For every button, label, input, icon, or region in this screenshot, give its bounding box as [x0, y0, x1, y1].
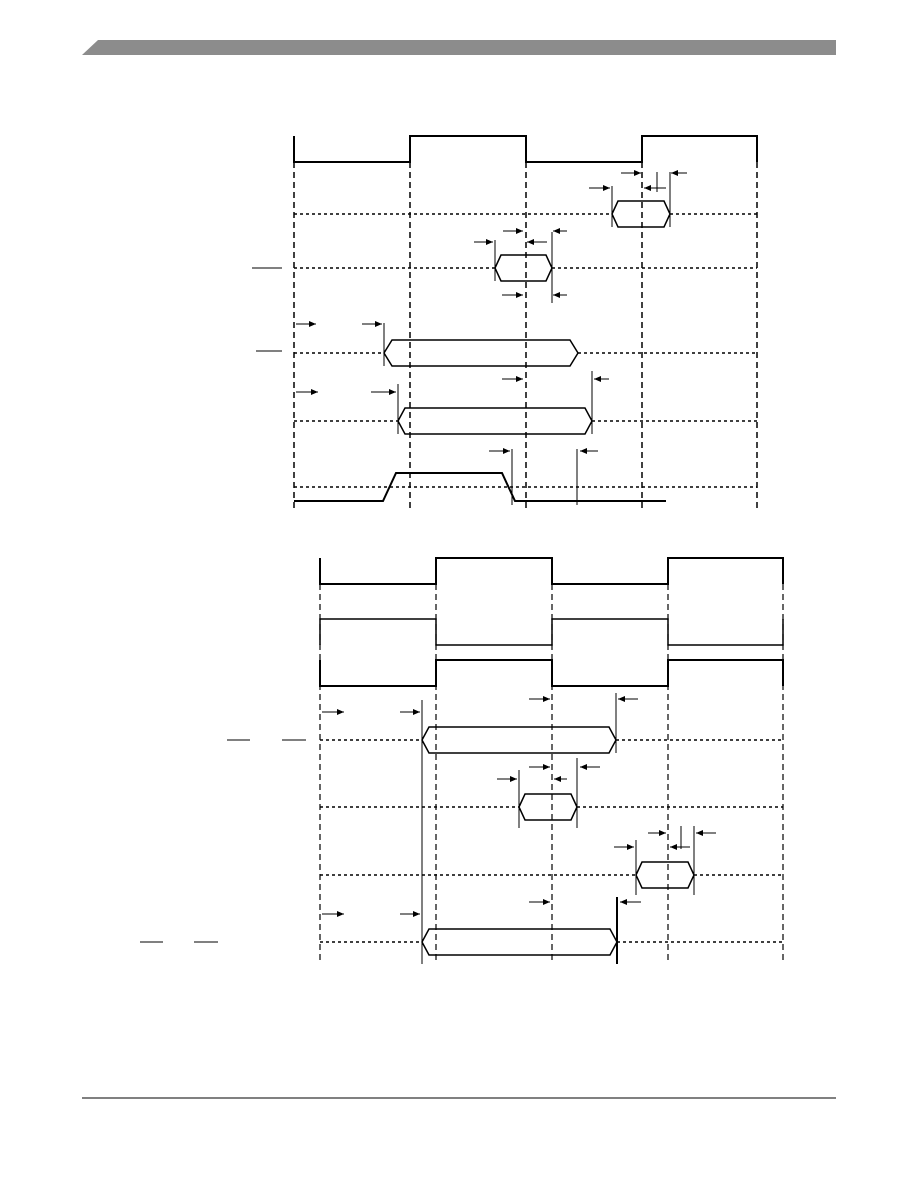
timing-arrow	[618, 696, 638, 702]
lower-time-markers	[319, 584, 784, 964]
timing-arrow	[362, 321, 382, 327]
timing-arrow	[296, 389, 318, 395]
timing-arrow	[580, 764, 600, 770]
upper-data-window-2	[494, 254, 553, 282]
timing-arrow	[474, 239, 493, 245]
upper-timing-diagram	[252, 135, 758, 512]
upper-strobe-waveform	[294, 472, 666, 502]
timing-arrow	[400, 911, 420, 917]
lower-clock-3-waveform	[319, 659, 784, 687]
timing-arrow	[529, 764, 550, 770]
timing-arrow	[527, 239, 547, 245]
upper-data-window-4	[397, 407, 593, 435]
lower-clock-1-waveform	[319, 557, 784, 585]
timing-arrow	[489, 448, 510, 454]
upper-data-window-3	[383, 339, 579, 367]
lower-data-window-3	[635, 861, 695, 889]
timing-arrow	[594, 376, 609, 382]
timing-arrow	[670, 844, 690, 850]
timing-arrow	[589, 185, 610, 191]
lower-data-window-1	[421, 726, 617, 754]
lower-data-window-2	[518, 793, 578, 821]
timing-arrow	[529, 696, 550, 702]
timing-arrow	[580, 448, 598, 454]
timing-arrow	[614, 844, 634, 850]
lower-clock-2-waveform	[319, 618, 784, 646]
upper-signal-baselines	[294, 213, 757, 488]
upper-data-window-1	[611, 200, 671, 228]
lower-timing-diagram	[140, 557, 784, 964]
timing-arrow	[371, 389, 396, 395]
timing-arrow	[497, 776, 517, 782]
timing-arrow	[644, 185, 666, 191]
timing-arrow	[554, 776, 567, 782]
timing-arrow	[322, 911, 344, 917]
timing-arrow	[648, 830, 666, 836]
timing-arrow	[503, 228, 523, 234]
timing-arrow	[502, 292, 523, 298]
upper-clock-waveform	[293, 135, 758, 163]
timing-arrow	[322, 709, 344, 715]
timing-arrow	[529, 899, 550, 905]
timing-arrow	[621, 170, 641, 176]
timing-arrow	[696, 830, 716, 836]
upper-time-markers	[293, 162, 758, 512]
lower-data-window-4	[421, 928, 618, 956]
lower-reference-lines	[421, 693, 695, 964]
upper-reference-lines	[383, 172, 671, 505]
timing-arrow	[553, 292, 567, 298]
timing-arrows	[296, 170, 716, 917]
timing-arrow	[553, 228, 567, 234]
header-bar	[82, 40, 836, 55]
timing-arrow	[400, 709, 420, 715]
timing-arrow	[502, 376, 523, 382]
timing-arrow	[671, 170, 687, 176]
timing-arrow	[620, 899, 641, 905]
lower-signal-baselines	[320, 739, 783, 943]
timing-arrow	[296, 321, 316, 327]
